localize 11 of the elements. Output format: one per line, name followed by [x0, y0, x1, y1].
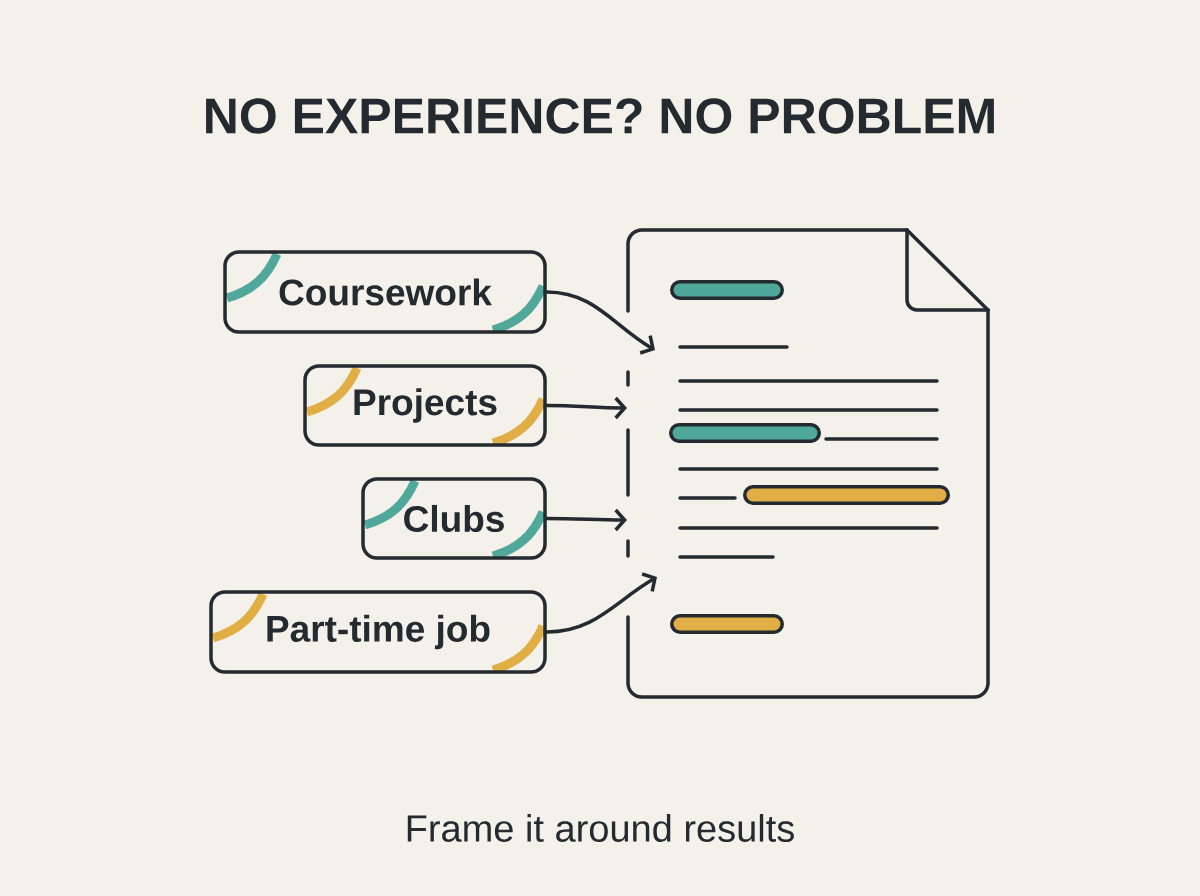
caption: Frame it around results [407, 814, 794, 842]
arrow [545, 290, 655, 355]
arrow [545, 572, 657, 634]
label-box: Projects [303, 364, 547, 447]
label-box: Part-time job [209, 590, 547, 674]
label-box: Clubs [361, 477, 547, 560]
document-drawing [626, 228, 990, 699]
title: NO EXPERIENCE? NO PROBLEM [206, 98, 994, 134]
arrow [545, 508, 627, 532]
label-box: Coursework [223, 250, 547, 334]
arrow [545, 396, 627, 420]
